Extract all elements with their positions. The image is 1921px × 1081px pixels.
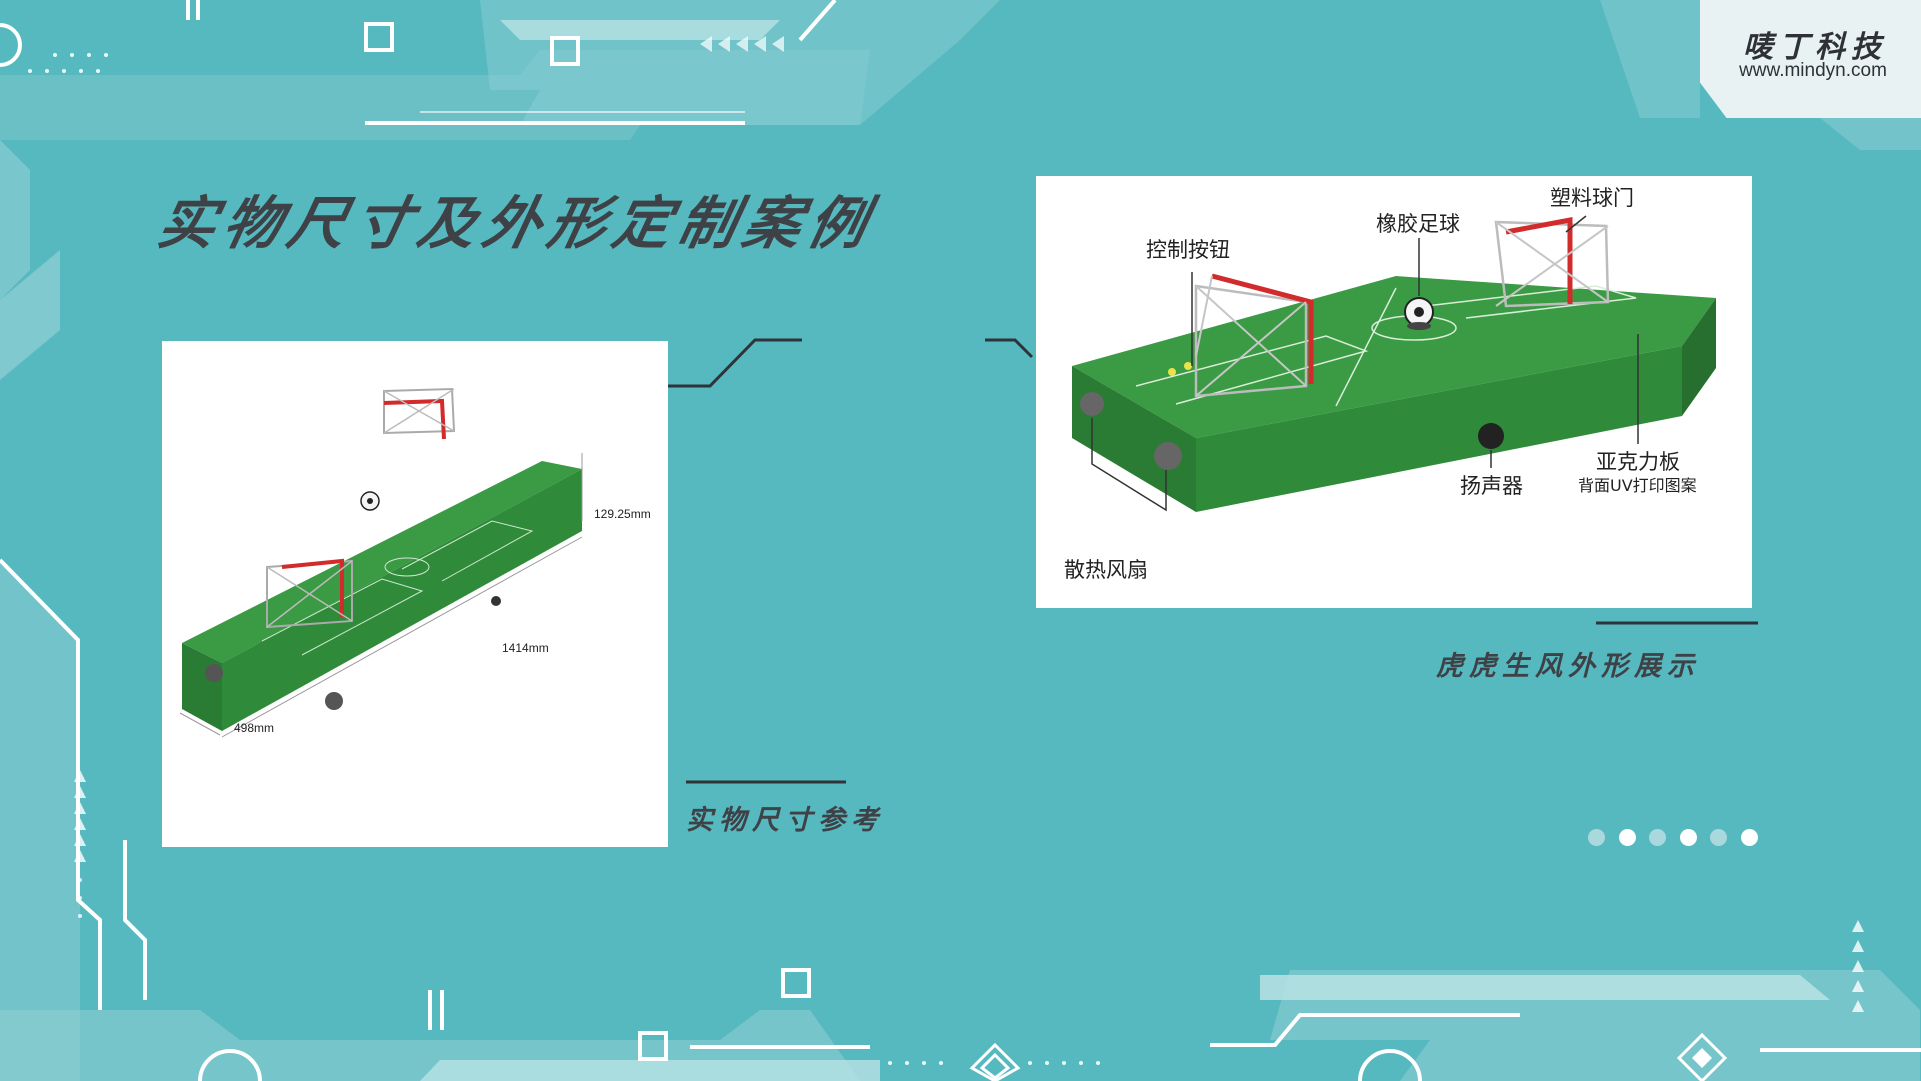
goal-icon [383, 387, 456, 440]
dimension-reference-image: 129.25mm 1414mm 498mm [162, 341, 668, 847]
goal-icon [266, 558, 353, 629]
callout-cooling-fan: 散热风扇 [1064, 558, 1148, 582]
pagination-dot[interactable] [1679, 829, 1697, 846]
callout-control-buttons: 控制按钮 [1146, 238, 1230, 262]
fan-icon [205, 664, 223, 682]
callout-rubber-ball: 橡胶足球 [1376, 212, 1460, 236]
callout-acrylic-panel: 亚克力板 [1596, 450, 1680, 474]
callout-acrylic-note: 背面UV打印图案 [1578, 476, 1697, 495]
callout-speaker: 扬声器 [1460, 474, 1523, 498]
pagination-dot[interactable] [1710, 829, 1728, 846]
dimension-reference-caption: 实物尺寸参考 [686, 805, 884, 836]
speaker-icon [1478, 423, 1504, 449]
table-product-illustration [1072, 215, 1716, 512]
fan-icon [325, 692, 343, 710]
appearance-showcase-caption: 虎虎生风外形展示 [1436, 651, 1700, 682]
pagination-dot[interactable] [1741, 829, 1758, 846]
brand-name: 唛丁科技 [1743, 30, 1887, 65]
table-dimension-illustration [179, 387, 583, 738]
pagination-dot[interactable] [1588, 829, 1605, 846]
speaker-icon [491, 596, 501, 606]
product-showcase-image: 控制按钮 橡胶足球 塑料球门 扬声器 亚克力板 背面UV打印图案 散热风扇 [1036, 176, 1752, 608]
width-dimension: 498mm [234, 721, 275, 735]
pagination-dot[interactable] [1649, 829, 1667, 846]
button-icon [1168, 368, 1176, 376]
page-title: 实物尺寸及外形定制案例 [151, 191, 881, 257]
goal-icon [1194, 273, 1314, 398]
callout-plastic-goal: 塑料球门 [1550, 186, 1634, 210]
brand-url: www.mindyn.com [1739, 60, 1887, 81]
goal-icon [1494, 216, 1610, 308]
brand-box [1700, 0, 1921, 118]
pagination-dots[interactable] [1588, 829, 1768, 849]
height-dimension: 129.25mm [594, 507, 651, 521]
length-dimension: 1414mm [502, 641, 549, 655]
pagination-dot[interactable] [1618, 829, 1636, 846]
button-icon [1184, 362, 1192, 370]
fan-icon [1080, 392, 1104, 416]
fan-icon [1154, 442, 1182, 470]
